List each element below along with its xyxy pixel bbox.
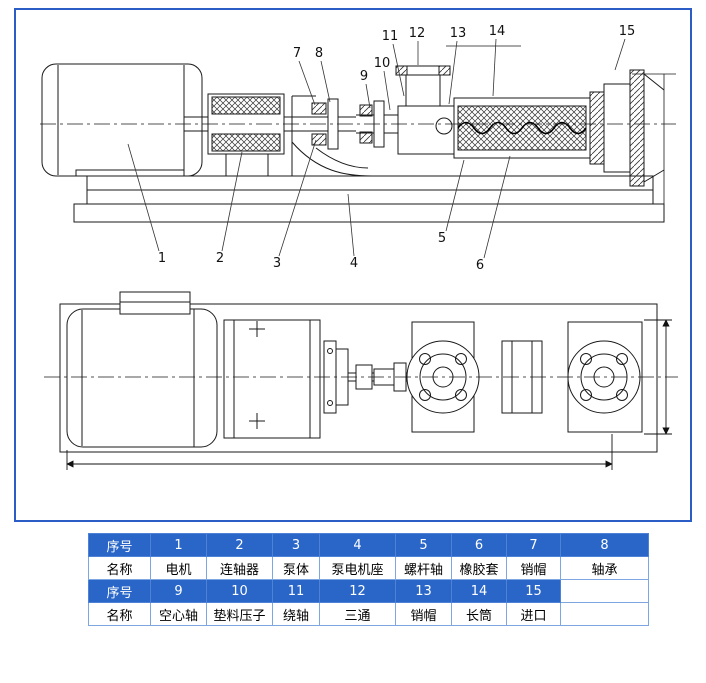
part-number-cell: 3	[272, 533, 320, 557]
part-label-13: 13	[450, 26, 467, 41]
part-label-11: 11	[382, 29, 399, 44]
part-number-cell: 8	[560, 533, 649, 557]
support-block	[223, 319, 321, 439]
part-label-8: 8	[315, 46, 323, 61]
part-name-cell: 电机	[150, 556, 207, 580]
part-number-cell: 4	[319, 533, 396, 557]
part-number-cell: 13	[395, 579, 452, 603]
part-number-cell: 1	[150, 533, 207, 557]
part-label-9: 9	[360, 69, 368, 84]
top-plan-view	[44, 291, 678, 453]
baseplate	[73, 175, 665, 223]
table-row-index-2: 序号 9 10 11 12 13 14 15	[88, 579, 649, 603]
dimension-lines	[66, 319, 672, 470]
part-number-cell: 14	[451, 579, 507, 603]
motor-side	[41, 63, 203, 177]
part-number-cell: 11	[272, 579, 320, 603]
part-label-1: 1	[158, 251, 166, 266]
part-number-cell: 5	[395, 533, 452, 557]
part-name-cell: 连轴器	[206, 556, 273, 580]
part-number-cell: 2	[206, 533, 273, 557]
part-name-cell: 销帽	[506, 556, 561, 580]
part-name-cell: 三通	[319, 602, 396, 626]
part-name-cell: 进口	[506, 602, 561, 626]
part-name-cell: 螺杆轴	[395, 556, 452, 580]
part-number-cell: 12	[319, 579, 396, 603]
end-flange	[589, 69, 676, 216]
part-number-labels: 1 2 3 4 5 6 7 8 9 10 11 12 13 14 15	[127, 24, 636, 273]
part-name-cell: 橡胶套	[451, 556, 507, 580]
empty-cell	[560, 602, 649, 626]
part-number-cell: 15	[506, 579, 561, 603]
table-row-index-1: 序号 1 2 3 4 5 6 7 8	[88, 533, 649, 557]
motor-top	[66, 291, 218, 448]
part-name-cell: 销帽	[395, 602, 452, 626]
parts-table: 序号 1 2 3 4 5 6 7 8 名称 电机 连轴器 泵体 泵电机座 螺杆轴…	[88, 533, 649, 626]
row-label-cell: 序号	[88, 579, 151, 603]
empty-cell	[560, 579, 649, 603]
screw-tube	[453, 97, 591, 159]
part-label-6: 6	[476, 258, 484, 273]
part-label-3: 3	[273, 256, 281, 271]
pump-bracket	[291, 95, 462, 177]
row-label-cell: 名称	[88, 556, 151, 580]
part-name-cell: 泵体	[272, 556, 320, 580]
part-number-cell: 9	[150, 579, 207, 603]
side-section-view	[40, 45, 676, 223]
part-name-cell: 泵电机座	[319, 556, 396, 580]
part-label-2: 2	[216, 251, 224, 266]
part-label-15: 15	[619, 24, 636, 39]
pump-drawing-svg: 1 2 3 4 5 6 7 8 9 10 11 12 13 14 15	[40, 24, 678, 470]
part-name-cell: 长筒	[451, 602, 507, 626]
flange-circle-1	[406, 321, 480, 433]
part-name-cell: 空心轴	[150, 602, 207, 626]
part-label-10: 10	[374, 56, 391, 71]
part-label-12: 12	[409, 26, 426, 41]
part-label-5: 5	[438, 231, 446, 246]
technical-drawing-frame: 1 2 3 4 5 6 7 8 9 10 11 12 13 14 15	[14, 8, 692, 522]
part-label-7: 7	[293, 46, 301, 61]
leader-lines	[127, 38, 626, 259]
table-row-names-1: 名称 电机 连轴器 泵体 泵电机座 螺杆轴 橡胶套 销帽 轴承	[88, 556, 649, 580]
table-row-names-2: 名称 空心轴 垫料压子 绕轴 三通 销帽 长筒 进口	[88, 602, 649, 626]
part-name-cell: 轴承	[560, 556, 649, 580]
part-label-14: 14	[489, 24, 506, 39]
part-number-cell: 7	[506, 533, 561, 557]
part-label-4: 4	[350, 256, 358, 271]
tee-pipe	[395, 65, 455, 155]
row-label-cell: 名称	[88, 602, 151, 626]
coupling	[207, 93, 285, 176]
part-name-cell: 绕轴	[272, 602, 320, 626]
part-number-cell: 10	[206, 579, 273, 603]
part-number-cell: 6	[451, 533, 507, 557]
part-name-cell: 垫料压子	[206, 602, 273, 626]
row-label-cell: 序号	[88, 533, 151, 557]
